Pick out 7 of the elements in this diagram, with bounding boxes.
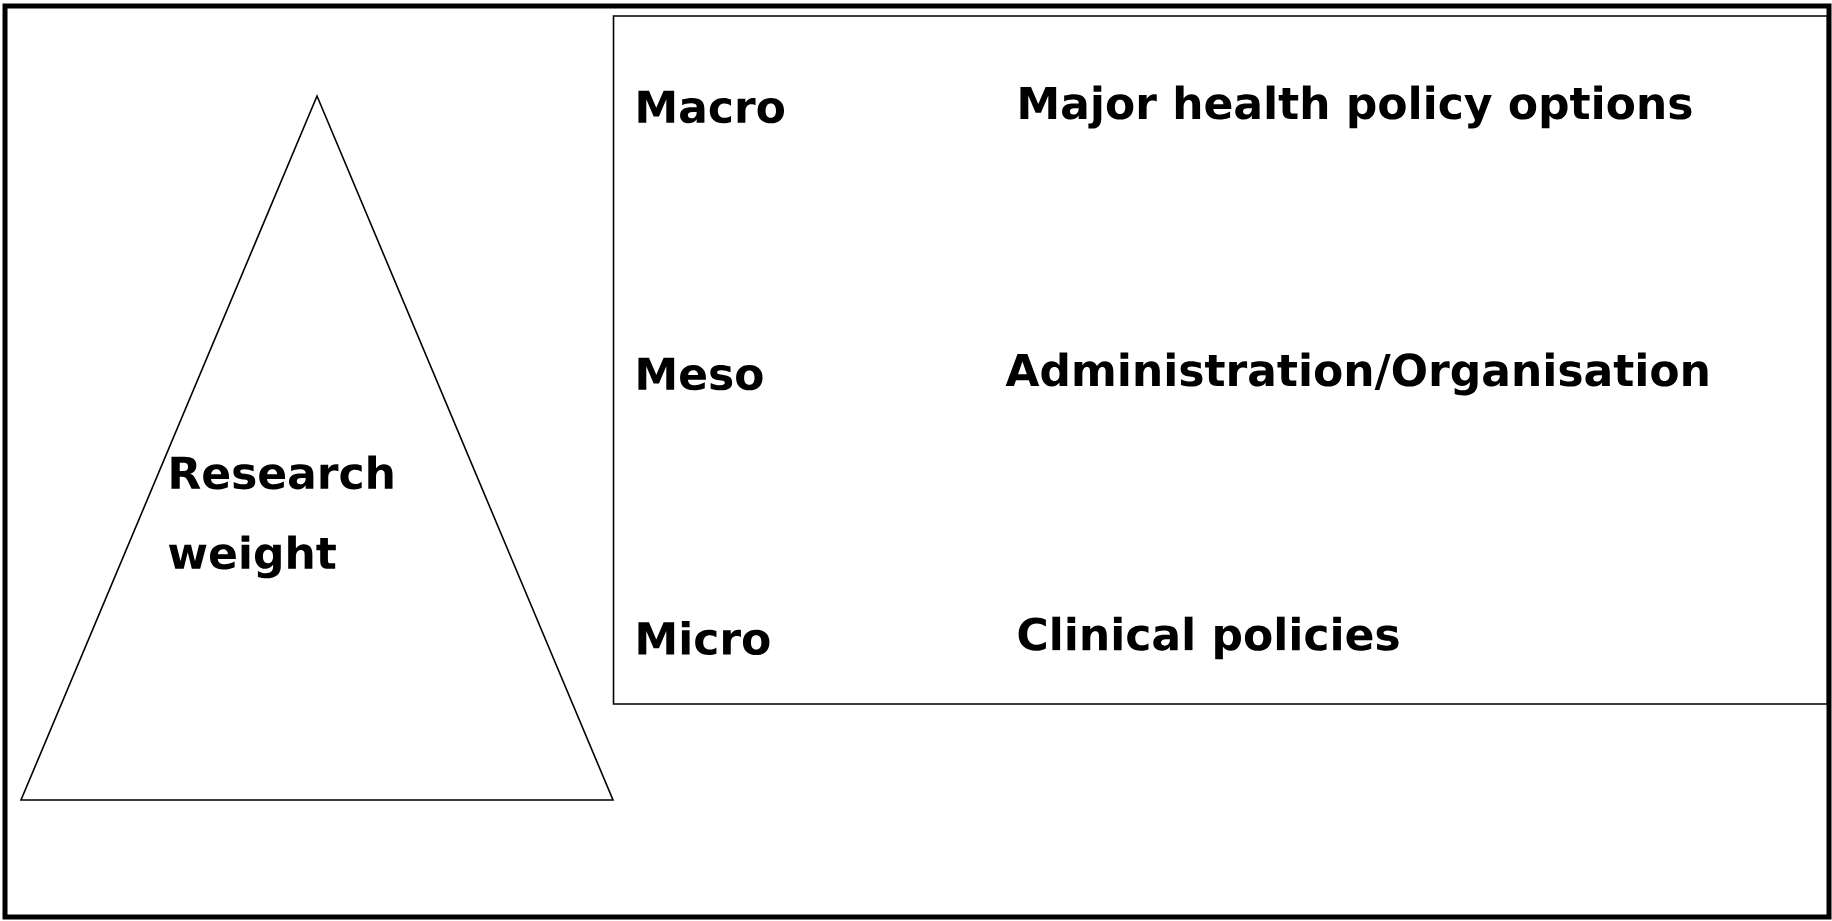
level-label: Meso (638, 357, 763, 391)
level-label: Micro (638, 620, 770, 656)
level-description: Major health policy options (1020, 85, 1692, 129)
level-description: Clinical policies (1018, 616, 1399, 660)
triangle-label: Research weight (168, 455, 393, 579)
level-description: Administration/Organisation (1005, 352, 1708, 396)
level-label: Macro (638, 90, 785, 124)
